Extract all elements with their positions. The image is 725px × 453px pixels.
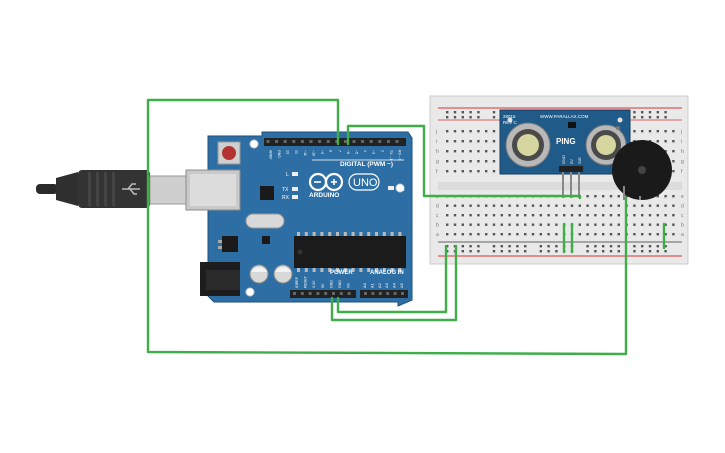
power-header-label: POWER	[330, 270, 353, 276]
sensor-rev: REV C	[503, 120, 518, 125]
crystal	[245, 213, 285, 229]
breadboard-row-letter: e	[681, 194, 684, 200]
digital-pin-labels: AREF GND 13 12 ~11 ~10 ~9 8 7 ~6 ~5 4 ~3 2 TX→1 RX←0	[269, 150, 402, 161]
arduino-model: UNO	[353, 177, 378, 189]
breadboard-row-letter: c	[436, 213, 439, 219]
breadboard-row-letter: j	[680, 129, 682, 135]
breadboard-row-letter: b	[681, 223, 684, 229]
analog-header[interactable]	[360, 290, 408, 298]
digital-pin-label: 2	[380, 150, 384, 152]
analog-pin-label: A2	[377, 282, 382, 288]
wire-loop-buzzer[interactable]	[146, 98, 628, 356]
digital-pin-label: ~3	[372, 150, 376, 154]
wire-5v[interactable]	[330, 244, 458, 322]
breadboard-row-letter: h	[436, 149, 439, 155]
digital-pin-label: 7	[337, 150, 341, 152]
digital-pin-label: RX←0	[398, 150, 402, 161]
sensor-pin-label: SIG	[577, 157, 582, 164]
wire-digital-to-bb[interactable]	[346, 124, 582, 200]
analog-pin-label: A3	[384, 282, 389, 288]
power-pin-label: 5V	[321, 283, 325, 288]
analog-pin-label: A0	[362, 282, 367, 288]
led-l-label: L	[286, 172, 289, 178]
digital-pin-label: ~6	[346, 150, 350, 154]
sensor-part: 28015	[503, 114, 516, 119]
capacitor-2	[273, 264, 293, 284]
analog-pin-label: A5	[399, 282, 404, 288]
breadboard-row-letter: d	[436, 204, 439, 210]
capacitor-1	[249, 264, 269, 284]
sensor-pin-label: 5V	[569, 159, 574, 164]
power-pin-label: RESET	[304, 275, 308, 288]
led-on	[388, 186, 394, 190]
power-pin-label: GND	[329, 280, 333, 288]
power-pin-label: 3.3V	[312, 280, 316, 288]
led-on-label: ON	[397, 187, 405, 193]
breadboard-row-letter: f	[681, 169, 683, 175]
power-pin-labels: IOREF RESET 3.3V 5V GND GND Vin	[295, 275, 351, 288]
microcontroller-chip	[294, 232, 406, 272]
piezo-buzzer[interactable]	[612, 126, 672, 200]
breadboard-row-letter: d	[681, 204, 684, 210]
reset-button[interactable]	[217, 141, 241, 165]
digital-header-label: DIGITAL (PWM ~)	[340, 161, 393, 168]
digital-header[interactable]	[264, 138, 406, 146]
led-tx-label: TX	[282, 187, 289, 193]
led-l	[292, 172, 298, 176]
analog-pin-label: A1	[369, 282, 374, 288]
arduino-board[interactable]: AREF GND 13 12 ~11 ~10 ~9 8 7 ~6 ~5 4 ~3 2 TX→1 RX←0 DI…	[185, 131, 413, 307]
power-pin-label: GND	[338, 280, 342, 288]
digital-pin-label: 12	[294, 150, 298, 154]
analog-pin-label: A4	[392, 282, 397, 288]
digital-pin-label: 4	[363, 150, 367, 152]
arduino-brand: ARDUINO	[309, 192, 339, 199]
usb-icon	[122, 183, 140, 195]
breadboard-row-letter: j	[435, 129, 437, 135]
arduino-logo	[308, 172, 344, 192]
sensor-name: PING	[556, 137, 576, 146]
breadboard-row-letter: a	[681, 232, 684, 238]
transducer-right	[585, 124, 627, 166]
transducer-left	[505, 122, 551, 168]
digital-pin-label: GND	[277, 150, 281, 158]
breadboard-row-letter: a	[436, 232, 439, 238]
digital-pin-label: ~10	[312, 150, 316, 156]
breadboard-row-letter: g	[436, 159, 439, 165]
breadboard-row-letter: b	[436, 223, 439, 229]
digital-pin-label: 13	[286, 150, 290, 154]
breadboard-row-letter: c	[681, 213, 684, 219]
digital-pin-label: ~9	[320, 150, 324, 154]
led-tx	[292, 187, 298, 191]
breadboard-row-letter: g	[681, 159, 684, 165]
sensor-pin-label: GND	[561, 155, 566, 164]
power-header[interactable]	[290, 290, 356, 298]
usb-chip	[260, 186, 274, 200]
breadboard-row-letter: f	[436, 169, 438, 175]
digital-pin-label: TX→1	[389, 150, 393, 160]
led-rx	[292, 195, 298, 199]
power-pin-label: Vin	[347, 283, 351, 288]
digital-pin-label: AREF	[269, 150, 273, 160]
voltage-regulator	[222, 236, 238, 252]
analog-header-label: ANALOG IN	[370, 270, 404, 276]
breadboard-row-letter: i	[436, 139, 437, 145]
digital-pin-label: ~11	[303, 150, 307, 156]
power-pin-label: IOREF	[295, 276, 299, 288]
power-jack[interactable]	[200, 262, 240, 296]
sensor-maker: WWW.PARALLAX.COM	[540, 114, 589, 119]
breadboard-row-letter: i	[681, 139, 682, 145]
usb-cable[interactable]	[36, 170, 191, 208]
digital-pin-label: ~5	[355, 150, 359, 154]
breadboard-row-letter: h	[681, 149, 684, 155]
wire-gnd[interactable]	[336, 244, 448, 314]
led-rx-label: RX	[282, 195, 290, 201]
digital-pin-label: 8	[329, 150, 333, 152]
